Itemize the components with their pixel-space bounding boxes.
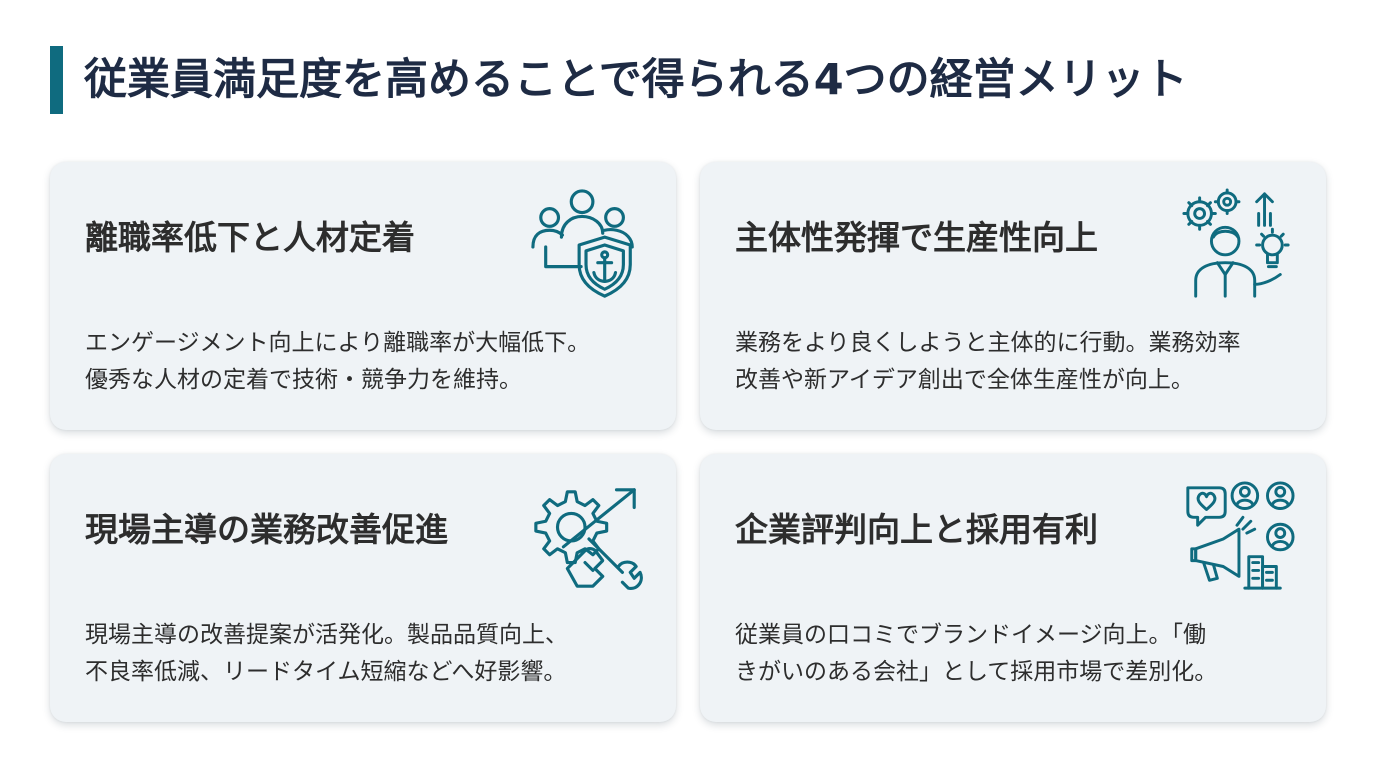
benefit-card-reputation: 企業評判向上と採用有利 bbox=[700, 454, 1326, 722]
gear-wrench-arrow-icon bbox=[528, 476, 646, 598]
megaphone-reputation-icon bbox=[1178, 476, 1296, 598]
card-body-line: 優秀な人材の定着で技術・競争力を維持。 bbox=[85, 367, 522, 393]
card-body: エンゲージメント向上により離職率が大幅低下。 優秀な人材の定着で技術・競争力を維… bbox=[85, 325, 645, 399]
team-shield-icon bbox=[528, 184, 646, 306]
card-title: 企業評判向上と採用有利 bbox=[735, 510, 1098, 549]
card-body-line: きがいのある会社」として採用市場で差別化。 bbox=[735, 659, 1218, 685]
card-title: 離職率低下と人材定着 bbox=[85, 218, 415, 257]
card-body: 現場主導の改善提案が活発化。製品品質向上、 不良率低減、リードタイム短縮などへ好… bbox=[85, 617, 645, 691]
card-body-line: 改善や新アイデア創出で全体生産性が向上。 bbox=[735, 367, 1194, 393]
card-body-line: エンゲージメント向上により離職率が大幅低下。 bbox=[85, 330, 591, 356]
card-title: 主体性発揮で生産性向上 bbox=[735, 218, 1098, 257]
card-body: 従業員の口コミでブランドイメージ向上。「働 きがいのある会社」として採用市場で差… bbox=[735, 617, 1295, 691]
benefit-card-retention: 離職率低下と人材定着 bbox=[50, 162, 676, 430]
title-accent-bar bbox=[50, 46, 63, 114]
card-body-line: 従業員の口コミでブランドイメージ向上。「働 bbox=[735, 622, 1207, 648]
card-title: 現場主導の業務改善促進 bbox=[85, 510, 448, 549]
card-body-line: 業務をより良くしようと主体的に行動。業務効率 bbox=[735, 330, 1241, 356]
benefit-card-improvement: 現場主導の業務改善促進 現場主導の改善提案が活発化。製品品質向上、 不良率低減、… bbox=[50, 454, 676, 722]
card-body-line: 現場主導の改善提案が活発化。製品品質向上、 bbox=[85, 622, 568, 648]
card-body: 業務をより良くしようと主体的に行動。業務効率 改善や新アイデア創出で全体生産性が… bbox=[735, 325, 1295, 399]
benefit-card-productivity: 主体性発揮で生産性向上 bbox=[700, 162, 1326, 430]
card-body-line: 不良率低減、リードタイム短縮などへ好影響。 bbox=[85, 659, 567, 685]
page-title: 従業員満足度を高めることで得られる4つの経営メリット bbox=[84, 55, 1188, 105]
person-gears-lightbulb-icon bbox=[1178, 184, 1296, 306]
